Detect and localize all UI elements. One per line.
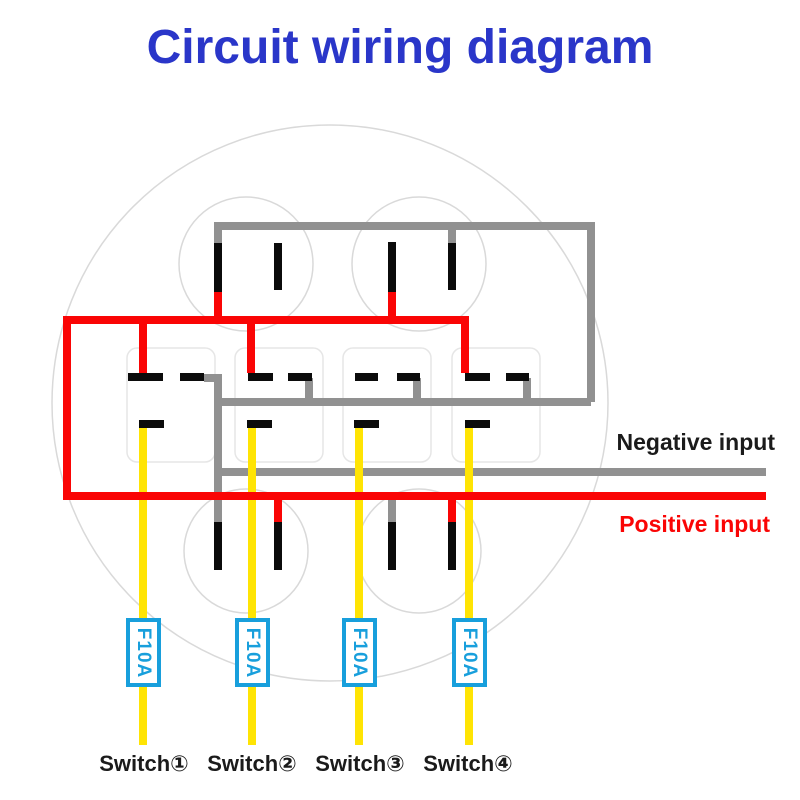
- bottom-socket-circle-1: [183, 488, 309, 614]
- fuse-label-4: F10A: [459, 627, 481, 678]
- positive-input-label: Positive input: [619, 511, 770, 537]
- top-socket-circle-1: [178, 196, 314, 332]
- panel-outline-circle: [51, 124, 609, 682]
- fuse-label-1: F10A: [133, 627, 155, 678]
- fuse-box-1: F10A: [126, 618, 161, 687]
- fuse-box-3: F10A: [342, 618, 377, 687]
- terminals: [128, 242, 529, 570]
- switch-label-4: Switch④: [423, 751, 513, 776]
- switch-label-1: Switch①: [99, 751, 189, 776]
- switch-label-2: Switch②: [207, 751, 297, 776]
- positive-main-loop: [63, 316, 766, 500]
- page-title: Circuit wiring diagram: [146, 21, 654, 74]
- top-socket-circle-2: [351, 196, 487, 332]
- fuse-box-2: F10A: [235, 618, 270, 687]
- negative-input-label: Negative input: [616, 429, 775, 455]
- fuse-label-3: F10A: [349, 627, 371, 678]
- bottom-socket-circle-2: [356, 488, 482, 614]
- switch-label-3: Switch③: [315, 751, 405, 776]
- negative-top-loop: [214, 222, 595, 402]
- positive-wires: [63, 292, 766, 522]
- fuse-box-4: F10A: [452, 618, 487, 687]
- fuse-label-2: F10A: [242, 627, 264, 678]
- negative-wires: [204, 222, 766, 523]
- fuse-wires: [139, 423, 473, 745]
